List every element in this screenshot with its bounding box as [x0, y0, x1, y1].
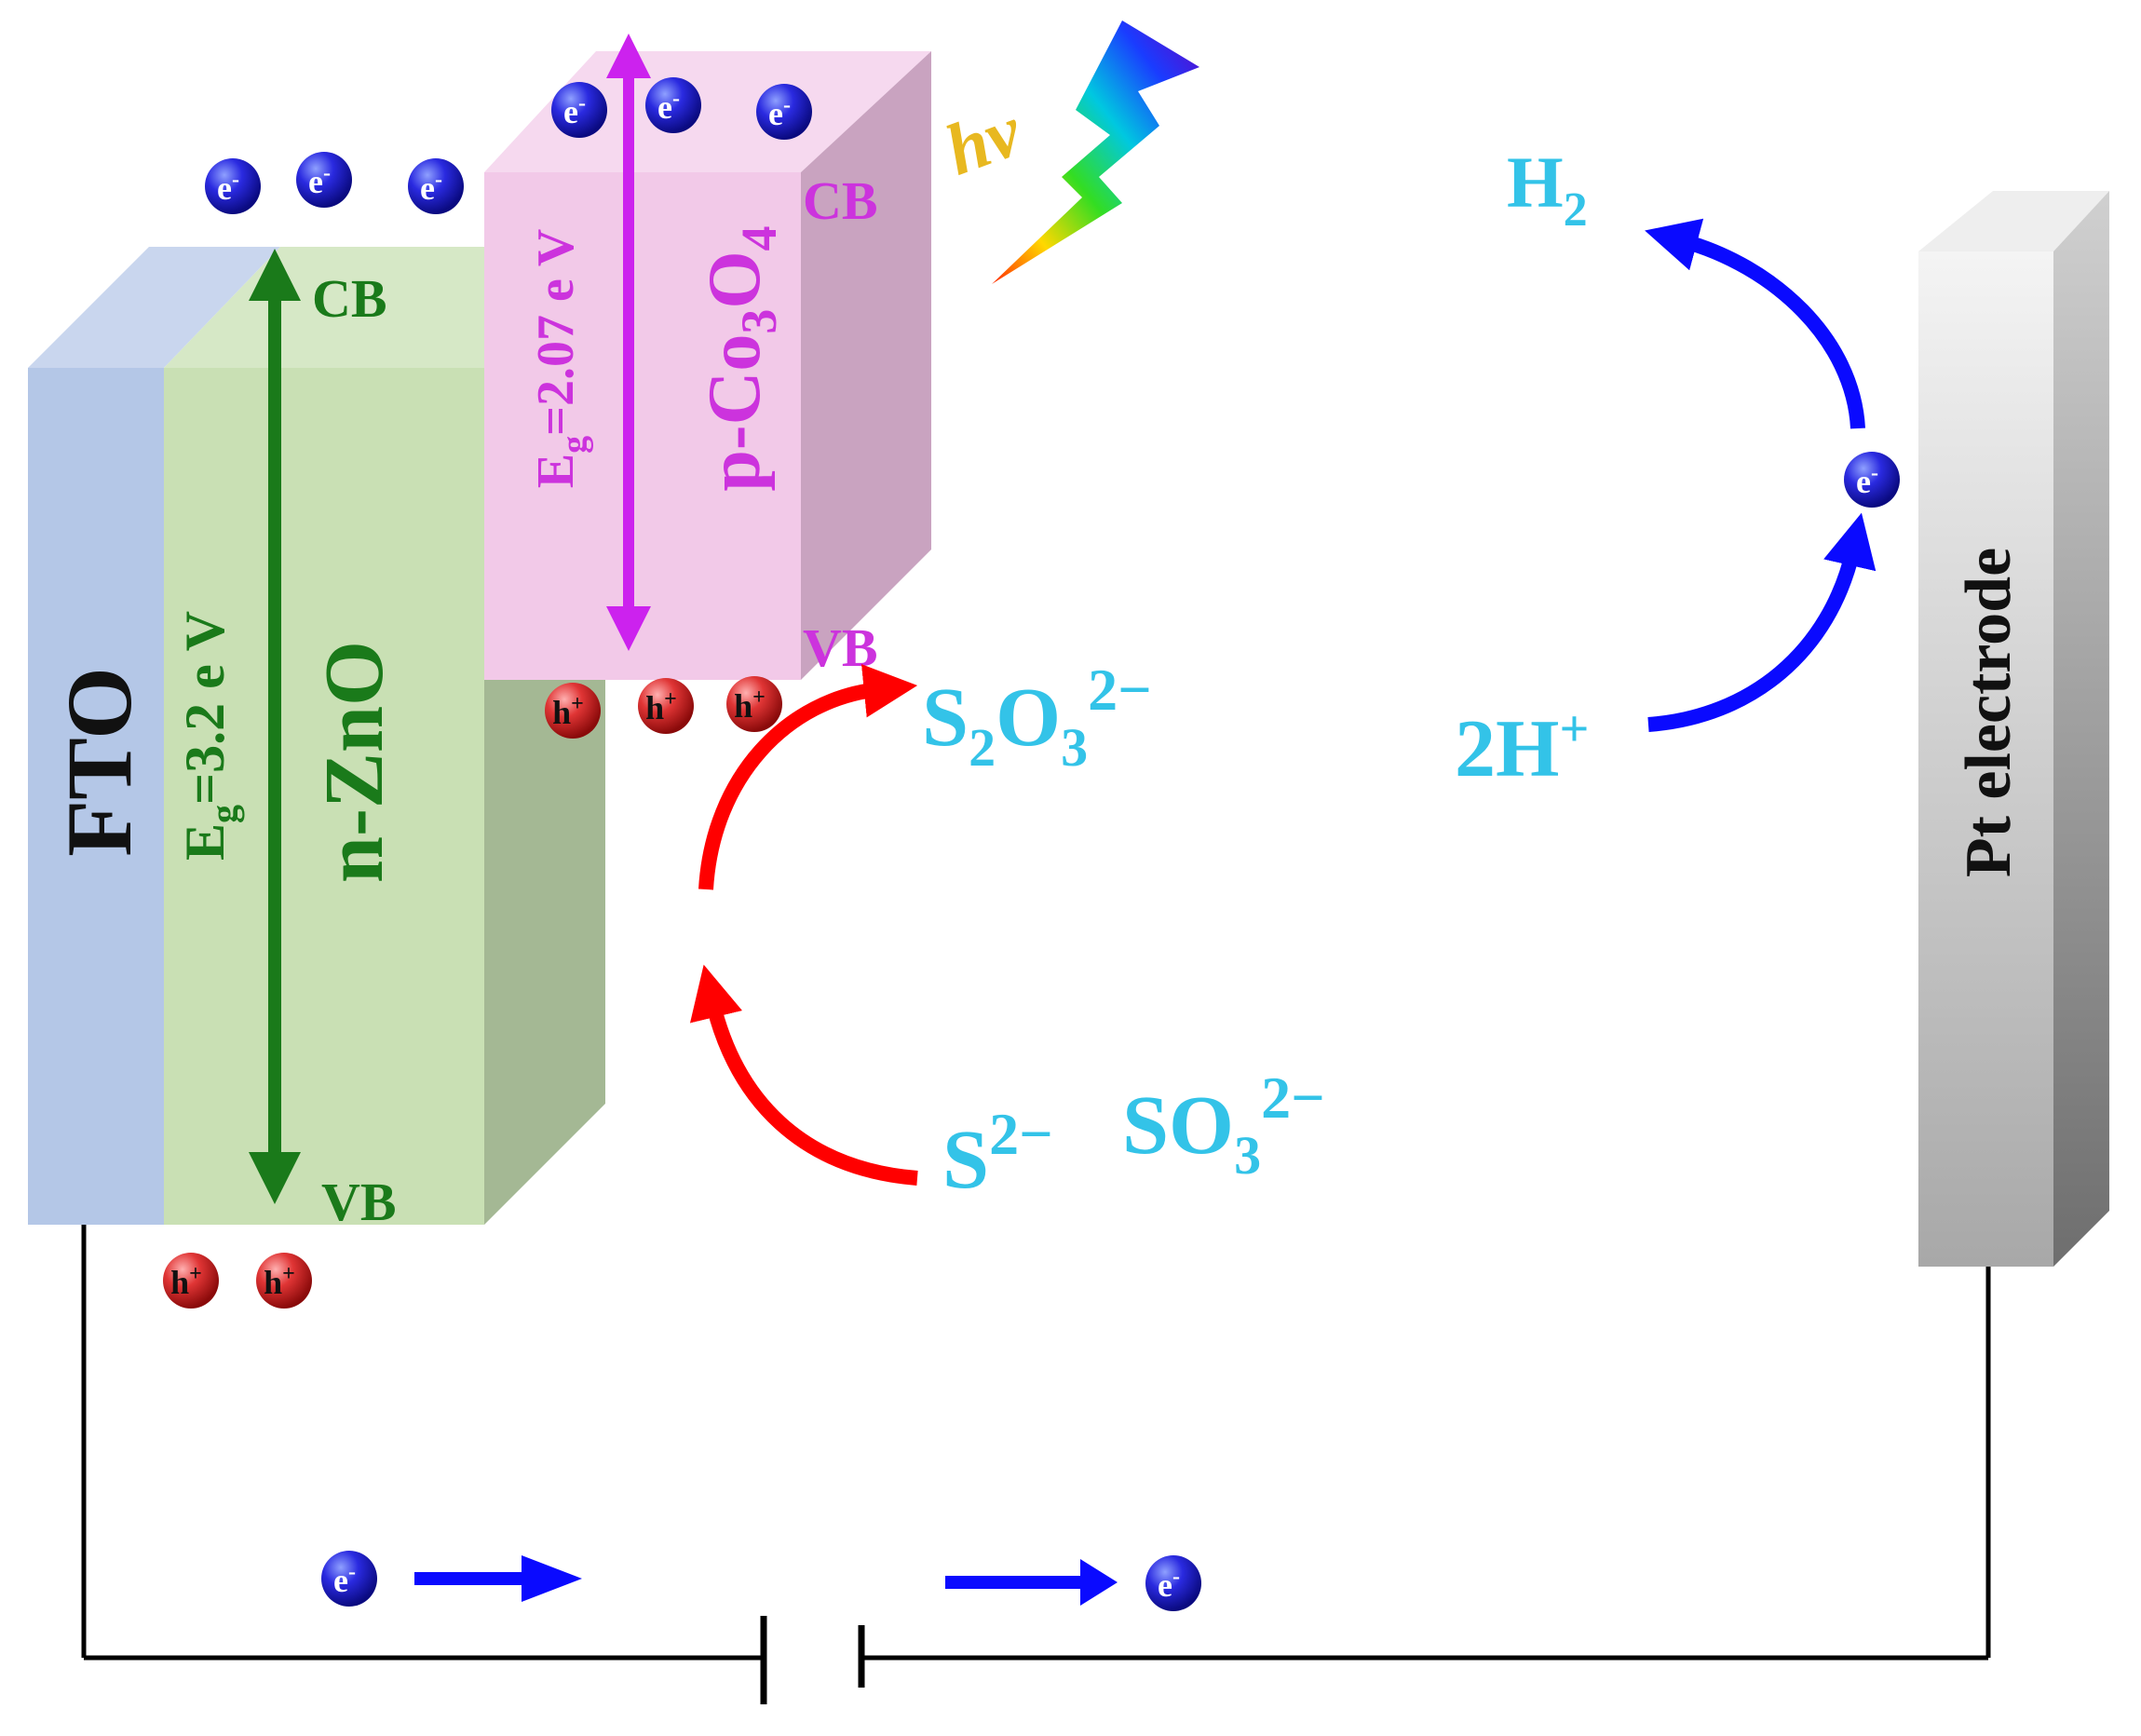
svg-text:h+: h+: [734, 685, 766, 725]
fto-layer: [28, 368, 164, 1225]
electron: e-: [296, 152, 352, 208]
co3o4-top-face: [484, 51, 931, 172]
electron: e-: [321, 1551, 377, 1607]
svg-text:e-: e-: [217, 168, 239, 207]
svg-text:e-: e-: [563, 91, 586, 130]
zno-eg-value: =3.2 e V: [174, 611, 236, 805]
svg-text:e-: e-: [308, 161, 331, 200]
co3o4-vb-label: VB: [803, 617, 878, 678]
red-arrow-upper: [698, 664, 918, 890]
zno-eg-subscript: g: [203, 805, 245, 823]
svg-text:e-: e-: [657, 87, 680, 126]
hole: h+: [638, 678, 694, 734]
zno-bandgap-label: Eg=3.2 e V: [174, 611, 245, 861]
co3o4-cb-label: CB: [803, 170, 878, 231]
pt-electrode: Pt electrode: [1918, 191, 2109, 1267]
co3o4-label-main: p-Co: [694, 334, 776, 492]
zno-cb-label: CB: [312, 268, 387, 329]
svg-text:e-: e-: [333, 1560, 356, 1599]
hv-label: hv: [935, 89, 1032, 191]
fto-top-face: [28, 247, 280, 368]
svg-text:e-: e-: [768, 93, 791, 132]
red-arrow-lower: [689, 964, 918, 1186]
electron: e-: [205, 158, 261, 214]
fto-label: FTO: [47, 667, 151, 857]
two-h-plus-label: 2H+: [1455, 700, 1589, 794]
co3o4-label-sub2: 4: [731, 225, 787, 251]
electron: e-: [645, 77, 701, 133]
pt-electrode-label: Pt electrode: [1953, 548, 2025, 877]
external-circuit: [81, 1225, 1991, 1704]
svg-text:e-: e-: [1158, 1565, 1180, 1604]
electron: e-: [551, 82, 607, 138]
co3o4-bandgap-label: Eg=2.07 e V: [527, 229, 594, 489]
co3o4-eg-value: =2.07 e V: [527, 229, 585, 436]
zno-front-face: [164, 368, 484, 1225]
h2-label: H2: [1507, 142, 1588, 237]
electron: e-: [408, 158, 464, 214]
co3o4-side-face: [801, 51, 931, 680]
electron: e-: [1145, 1555, 1201, 1611]
so3-label: SO32−: [1122, 1065, 1325, 1186]
blue-arrow-upper: [1645, 218, 1865, 429]
hole: h+: [256, 1253, 312, 1309]
svg-text:h+: h+: [170, 1262, 202, 1301]
hole: h+: [163, 1253, 219, 1309]
s2o3-label: S2O32−: [922, 657, 1152, 778]
pt-front-face: [1918, 251, 2053, 1267]
s2-label: S2−: [942, 1101, 1053, 1206]
hole: h+: [726, 676, 782, 732]
lightning-bolt-icon: [992, 20, 1199, 284]
pt-top-face: [1918, 191, 2109, 251]
svg-text:h+: h+: [552, 692, 584, 731]
electron-flow-arrow: [945, 1559, 1118, 1606]
zno-eg-symbol: E: [174, 823, 236, 861]
co3o4-label-sub1: 3: [731, 309, 787, 334]
electron-flow-arrow: [414, 1555, 582, 1602]
electron: e-: [1844, 452, 1900, 508]
svg-text:e-: e-: [1856, 461, 1878, 500]
blue-arrow-lower: [1647, 512, 1877, 732]
co3o4-eg-symbol: E: [527, 454, 585, 488]
hole: h+: [545, 683, 601, 739]
pt-side-face: [2053, 191, 2109, 1267]
co3o4-label-mid: O: [694, 251, 776, 308]
svg-text:e-: e-: [420, 168, 442, 207]
co3o4-eg-subscript: g: [555, 436, 594, 454]
co3o4-label: p-Co3O4: [694, 225, 787, 491]
svg-text:h+: h+: [264, 1262, 295, 1301]
zno-vb-label: VB: [321, 1172, 397, 1232]
zno-label: n-ZnO: [308, 641, 400, 883]
svg-text:h+: h+: [645, 687, 677, 726]
electron: e-: [756, 84, 812, 140]
